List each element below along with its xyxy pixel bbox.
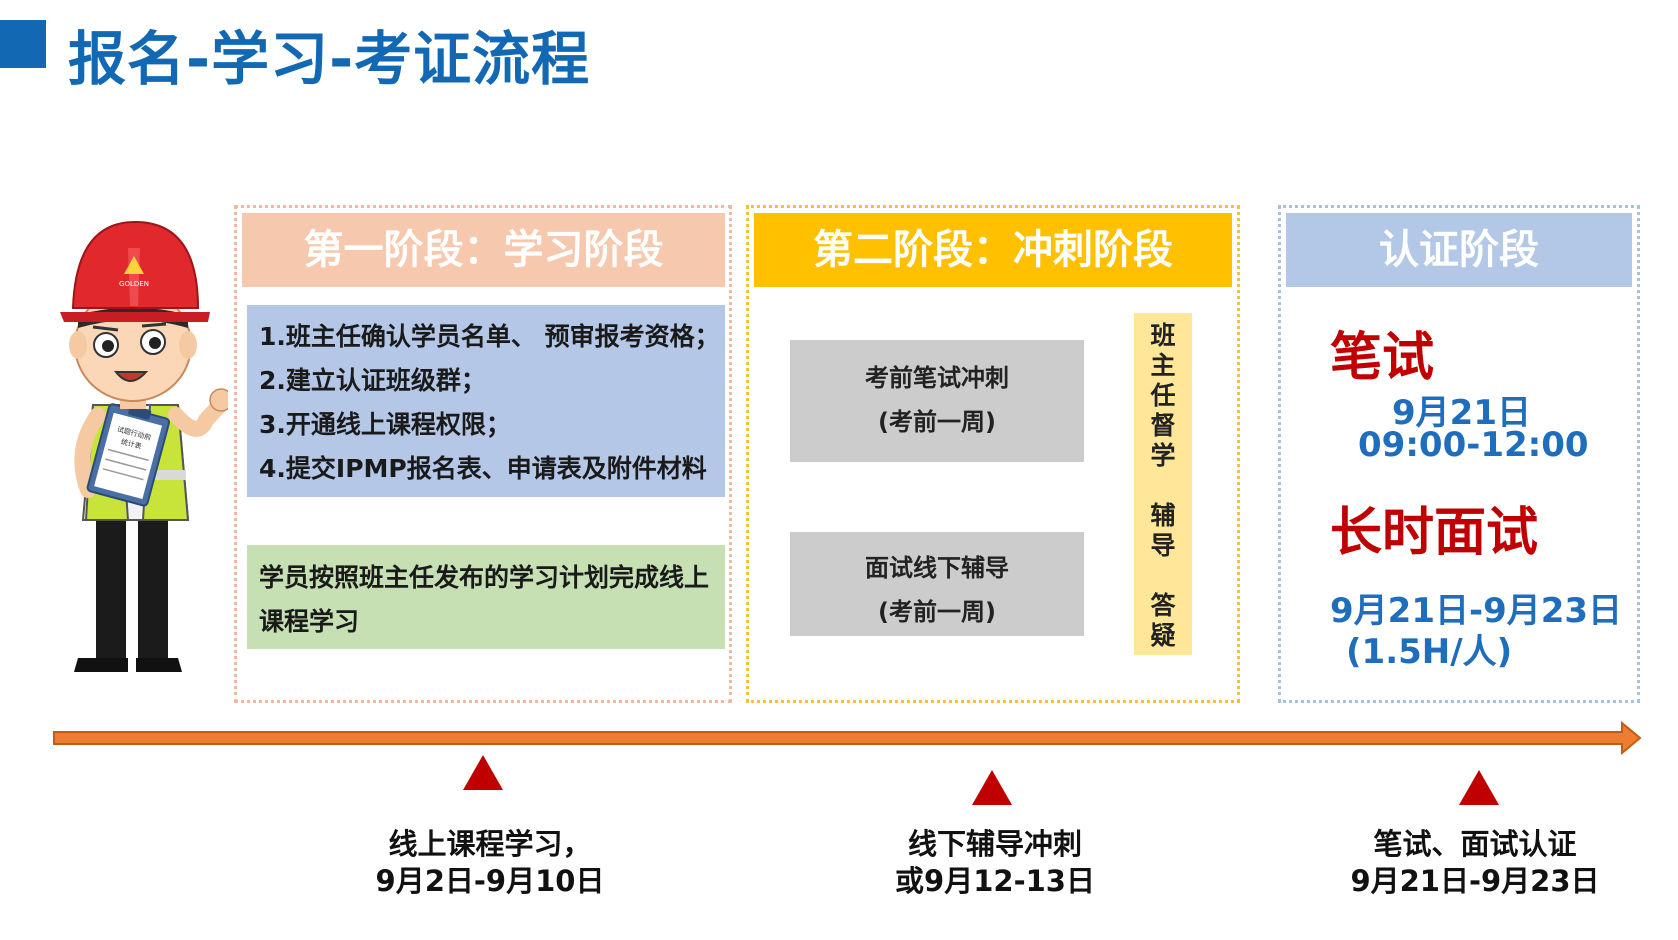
milestone-marker [972,770,1012,805]
stage1-task-item: 1.班主任确认学员名单、 预审报考资格； [259,322,720,351]
interview-duration: (1.5H/人) [1346,632,1513,672]
interview-label: 长时面试 [1330,503,1539,563]
qa-text: 答疑 [1150,591,1176,650]
stage2-frame [746,205,1240,703]
stage1-task-item: 3.开通线上课程权限； [259,410,511,439]
milestone-marker [463,755,503,790]
written-sprint-title: 考前笔试冲刺 [865,364,1009,392]
stage3-frame [1278,205,1640,703]
milestone-online-study: 线上课程学习， 9月2日-9月10日 [340,826,640,900]
stage1-frame [234,205,732,703]
milestone-date: 或9月12-13日 [895,864,1095,898]
milestone-certification: 笔试、面试认证 9月21日-9月23日 [1325,826,1625,900]
title-accent-bar [0,20,46,68]
worker-illustration: 试题行动前 统计表 GOLDEN [60,220,228,672]
interview-coaching-title: 面试线下辅导 [865,554,1009,582]
stage3-header: 认证阶段 [1286,213,1632,287]
written-exam-time: 09:00-12:00 [1358,425,1589,465]
svg-text:GOLDEN: GOLDEN [119,280,149,288]
page-title: 报名-学习-考证流程 [68,25,591,93]
tutoring-text: 辅导 [1150,501,1176,560]
stage1-task-item: 2.建立认证班级群； [259,366,486,395]
milestone-marker [1459,770,1499,805]
milestone-title: 线下辅导冲刺 [907,827,1082,861]
milestone-date: 9月21日-9月23日 [1350,864,1600,898]
written-sprint-box: 考前笔试冲刺 (考前一周) [790,340,1084,462]
stage1-task-list: 1.班主任确认学员名单、 预审报考资格； 2.建立认证班级群； 3.开通线上课程… [247,305,725,497]
milestone-date: 9月2日-9月10日 [375,864,605,898]
written-sprint-period: (考前一周) [878,408,996,436]
milestone-title: 笔试、面试认证 [1373,827,1577,861]
stage1-task-item: 4.提交IPMP报名表、申请表及附件材料 [259,454,707,483]
interview-coaching-box: 面试线下辅导 (考前一周) [790,532,1084,636]
interview-date: 9月21日-9月23日 [1330,591,1623,631]
written-exam-label: 笔试 [1330,328,1435,388]
timeline-arrow [53,720,1642,756]
stage1-header: 第一阶段：学习阶段 [242,213,725,287]
milestone-offline-sprint: 线下辅导冲刺 或9月12-13日 [845,826,1145,900]
stage1-study-note: 学员按照班主任发布的学习计划完成线上课程学习 [259,563,710,636]
stage1-study-note-box: 学员按照班主任发布的学习计划完成线上课程学习 [247,545,725,649]
written-exam-date: 9月21日 [1392,393,1531,433]
stage2-header: 第二阶段：冲刺阶段 [754,213,1232,287]
supervision-text: 班主任督学 [1150,321,1176,470]
milestone-title: 线上课程学习， [388,827,592,861]
interview-coaching-period: (考前一周) [878,598,996,626]
supervision-vertical-label: 班主任督学 辅导 答疑 [1134,313,1192,655]
